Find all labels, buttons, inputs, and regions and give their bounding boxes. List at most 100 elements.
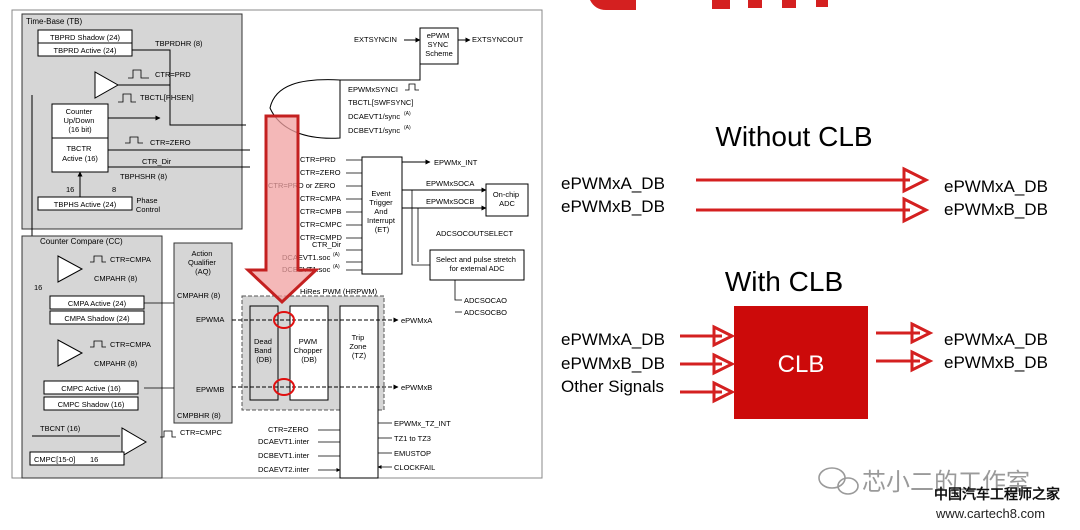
sync-in-1: EPWMxSYNCI	[348, 85, 398, 94]
right-clb-comparison: Without CLB ePWMxA_DB ePWMxB_DB ePWMxA_D…	[561, 121, 1048, 419]
et-in-5: CTR=CMPB	[300, 207, 341, 216]
sync-in-4-sup: (A)	[404, 125, 411, 131]
et-in-9: DCAEVT1.soc	[282, 253, 331, 262]
clb-block	[734, 306, 868, 419]
sync-in-3: DCAEVT1/sync	[348, 112, 400, 121]
extsyncout: EXTSYNCOUT	[472, 35, 524, 44]
hrpwm-title: HiRes PWM (HRPWM)	[300, 287, 378, 296]
pc-line-2: Chopper	[294, 346, 323, 355]
tz-in-4: DCAEVT2.inter	[258, 465, 310, 474]
scheme-line-3: Scheme	[425, 49, 453, 58]
stretch-line-1: Select and pulse stretch	[436, 255, 516, 264]
svg-text:PWM Chopper (DB): PWM Chopper (DB)	[294, 337, 325, 364]
tbprd-active: TBPRD Active (24)	[54, 46, 117, 55]
sync-in-4: DCBEVT1/sync	[348, 126, 400, 135]
et-line-2: Trigger	[369, 198, 393, 207]
et-line-4: Interrupt	[367, 216, 396, 225]
extsyncin: EXTSYNCIN	[354, 35, 397, 44]
counter-line-2: Up/Down	[64, 116, 95, 125]
pc-line-3: (DB)	[301, 355, 317, 364]
with-out-b: ePWMxB_DB	[944, 353, 1048, 372]
tz-right-1: EPWMx_TZ_INT	[394, 419, 451, 428]
adcsocoutselect: ADCSOCOUTSELECT	[436, 229, 514, 238]
svg-text:Counter Up/Down (1: Counter Up/Down (16 bit)	[64, 107, 97, 134]
phase-line-2: Control	[136, 205, 161, 214]
aq-epwma: EPWMA	[196, 315, 224, 324]
wechat-icon	[818, 467, 859, 495]
wechat-name: 芯小二的工作室	[862, 469, 1030, 496]
cmpahr-label-2: CMPAHR (8)	[94, 359, 138, 368]
svg-text:Event Trigger And: Event Trigger And Interrupt (ET)	[367, 189, 397, 234]
stretch-line-2: for external ADC	[449, 264, 505, 273]
epwm-socb: EPWMxSOCB	[426, 197, 474, 206]
svg-text:Trip Zone (TZ): Trip Zone (TZ)	[349, 333, 368, 360]
sync-in-2: TBCTL[SWFSYNC]	[348, 98, 413, 107]
svg-text:ePWM SYNC Scheme: ePWM SYNC Scheme	[425, 31, 453, 58]
tbcnt: TBCNT (16)	[40, 424, 81, 433]
counter-line-1: Counter	[66, 107, 93, 116]
n16-label: 16	[66, 185, 74, 194]
ctr-cmpc: CTR=CMPC	[180, 428, 222, 437]
et-in-3: CTR=PRD or ZERO	[268, 181, 335, 190]
with-in-a: ePWMxA_DB	[561, 330, 665, 349]
adcsocbo: ADCSOCBO	[464, 308, 507, 317]
cmpahr-label: CMPAHR (8)	[94, 274, 138, 283]
out-epwmxb: ePWMxB	[401, 383, 432, 392]
scheme-line-1: ePWM	[427, 31, 450, 40]
svg-text:On-chip ADC: On-chip ADC	[493, 190, 521, 208]
site-name: 中国汽车工程师之家	[934, 486, 1061, 502]
without-out-a: ePWMxA_DB	[944, 177, 1048, 196]
tbprd-shadow: TBPRD Shadow (24)	[50, 33, 121, 42]
tz-right-4: CLOCKFAIL	[394, 463, 435, 472]
tbprdhr: TBPRDHR (8)	[155, 39, 203, 48]
adc-line-2: ADC	[499, 199, 515, 208]
sync-in-3-sup: (A)	[404, 111, 411, 117]
tz-right-3: EMUSTOP	[394, 449, 431, 458]
left-block-diagram: Time-Base (TB) TBPRD Shadow (24) TBPRD A…	[11, 9, 543, 479]
cmpc-shadow: CMPC Shadow (16)	[58, 400, 125, 409]
n8-label: 8	[112, 185, 116, 194]
tz-line-1: Trip	[352, 333, 365, 342]
aq-epwmb: EPWMB	[196, 385, 224, 394]
epwm-soca: EPWMxSOCA	[426, 179, 474, 188]
time-base-title: Time-Base (TB)	[26, 17, 82, 26]
cc-n16: 16	[34, 283, 42, 292]
cmpc-bits: CMPC[15-0]	[34, 455, 75, 464]
svg-text:Select and pulse stretch: Select and pulse stretch for external AD…	[436, 255, 518, 273]
tbctl-phsen: TBCTL[PHSEN]	[140, 93, 194, 102]
cmpc-active: CMPC Active (16)	[61, 384, 121, 393]
watermark: 芯小二的工作室 中国汽车工程师之家 www.cartech8.com	[818, 467, 1061, 521]
adcsocao: ADCSOCAO	[464, 296, 507, 305]
et-line-3: And	[374, 207, 387, 216]
db-line-3: (DB)	[256, 355, 272, 364]
svg-text:Phase Control: Phase Control	[136, 196, 161, 214]
cmpa-active: CMPA Active (24)	[68, 299, 127, 308]
et-line-1: Event	[371, 189, 391, 198]
aq-cmpahr: CMPAHR (8)	[177, 291, 221, 300]
db-line-2: Band	[254, 346, 272, 355]
ctr-dir-label: CTR_Dir	[142, 157, 172, 166]
svg-text:TBCTR Active (16): TBCTR Active (16)	[62, 144, 98, 163]
et-in-1: CTR=PRD	[300, 155, 336, 164]
without-clb-title: Without CLB	[715, 121, 872, 152]
ctr-prd-label: CTR=PRD	[155, 70, 191, 79]
et-in-2: CTR=ZERO	[300, 168, 341, 177]
title-remnant	[590, 0, 828, 10]
bottom-n16: 16	[90, 455, 98, 464]
et-in-9-sup: (A)	[333, 252, 340, 258]
et-in-4: CTR=CMPA	[300, 194, 341, 203]
tbctr-line-2: Active (16)	[62, 154, 98, 163]
ctr-zero-label: CTR=ZERO	[150, 138, 191, 147]
with-in-other: Other Signals	[561, 377, 664, 396]
with-out-a: ePWMxA_DB	[944, 330, 1048, 349]
db-line-1: Dead	[254, 337, 272, 346]
aq-cmpbhr: CMPBHR (8)	[177, 411, 221, 420]
cmpa-shadow: CMPA Shadow (24)	[64, 314, 130, 323]
tbphs-active: TBPHS Active (24)	[54, 200, 117, 209]
counter-line-3: (16 bit)	[68, 125, 92, 134]
with-in-b: ePWMxB_DB	[561, 354, 665, 373]
tz-in-1: CTR=ZERO	[268, 425, 309, 434]
tz-line-2: Zone	[349, 342, 366, 351]
svg-text:Action Qualifier (: Action Qualifier (AQ)	[188, 249, 218, 276]
